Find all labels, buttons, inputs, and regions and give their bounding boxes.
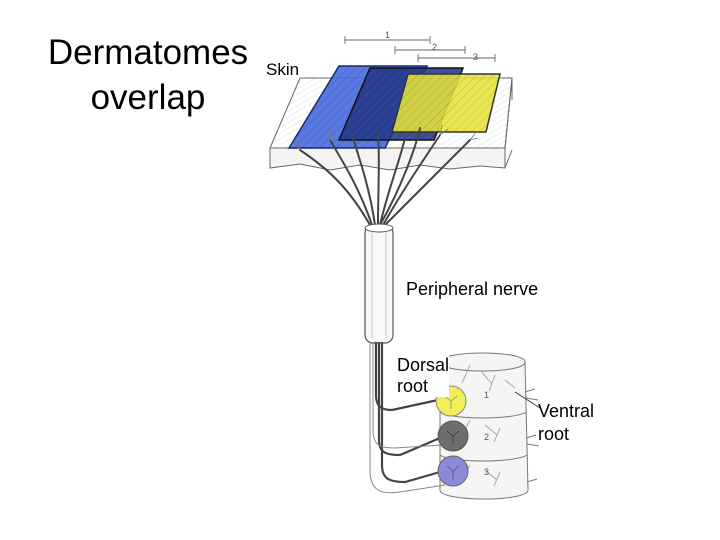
ventral-root-label-line-1: Ventral xyxy=(538,401,595,421)
segment-range-arrows xyxy=(344,36,496,62)
ventral-root-label: Ventral root xyxy=(538,400,594,446)
dorsal-roots xyxy=(374,341,442,484)
skin-nerve-endings xyxy=(293,124,479,151)
dorsal-root-label-line-1: Dorsal xyxy=(397,355,450,375)
dorsal-root-label-line-2: root xyxy=(397,376,429,396)
cord-segment-number-2: 2 xyxy=(484,432,489,442)
arrow-number-2: 2 xyxy=(432,42,437,52)
peripheral-nerve-tube xyxy=(364,223,394,344)
arrow-number-3: 3 xyxy=(473,52,478,62)
dorsal-root-label: Dorsal root xyxy=(397,355,450,397)
nerve-fibers xyxy=(299,127,471,226)
cord-segment-number-3: 3 xyxy=(484,467,489,477)
skin-label: Skin xyxy=(266,60,300,79)
arrow-number-1: 1 xyxy=(385,30,390,40)
ganglion-3-purple xyxy=(437,455,469,487)
title-line-1: Dermatomes xyxy=(47,33,249,72)
dermatome-3-yellow xyxy=(391,73,501,133)
ventral-root-label-line-2: root xyxy=(538,424,570,444)
cord-segment-number-1: 1 xyxy=(484,390,489,400)
ventral-roots xyxy=(369,343,446,494)
page-title: Dermatomes overlap xyxy=(30,30,266,120)
peripheral-nerve-label: Peripheral nerve xyxy=(404,278,541,300)
title-line-2: overlap xyxy=(90,78,206,117)
ganglion-2-gray xyxy=(437,420,469,452)
